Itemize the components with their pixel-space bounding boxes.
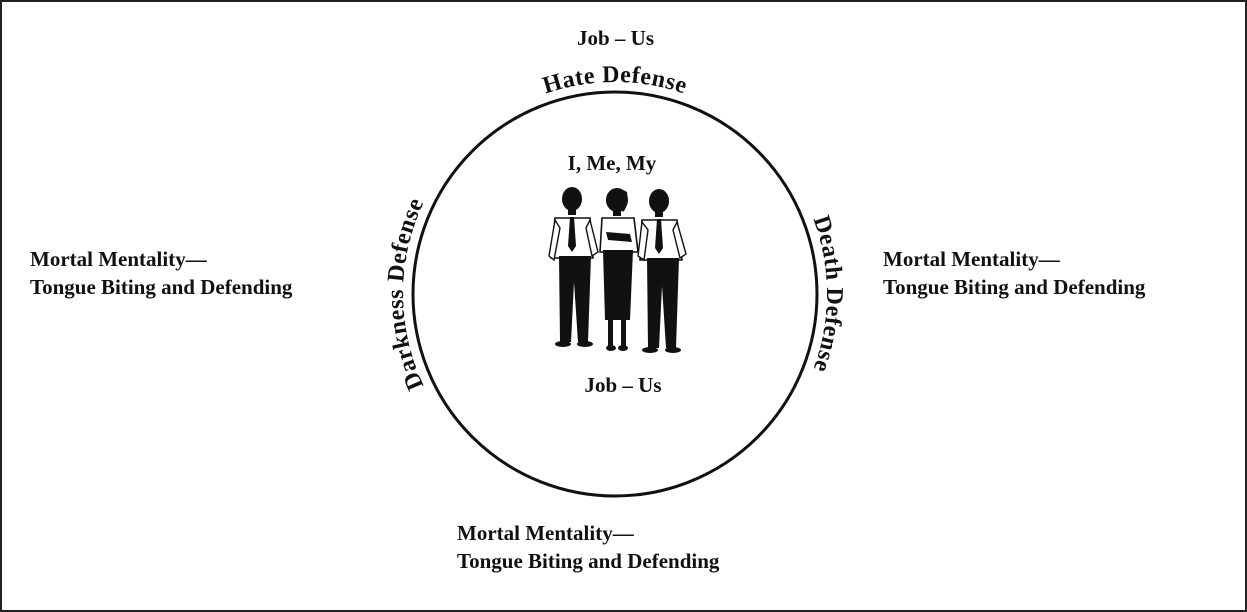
man-right-figure (637, 189, 687, 353)
left-label-line1: Mortal Mentality— (30, 247, 207, 271)
woman-middle-figure (599, 188, 639, 351)
arc-label-right-text: Death Defense (808, 212, 847, 375)
arc-label-top-text: Hate Defense (540, 62, 690, 99)
top-label: Job – Us (577, 26, 655, 50)
business-people-icon (548, 187, 687, 353)
inner-bottom-label: Job – Us (584, 373, 661, 397)
arc-label-left-text: Darkness Defense (383, 194, 429, 394)
arc-label-top: Hate Defense (540, 62, 691, 99)
bottom-label: Mortal Mentality— Tongue Biting and Defe… (457, 519, 719, 575)
bottom-label-line1: Mortal Mentality— (457, 521, 634, 545)
right-label-line1: Mortal Mentality— (883, 247, 1060, 271)
arc-label-left: Darkness Defense (383, 194, 429, 394)
arc-label-right: Death Defense (808, 212, 847, 375)
bottom-label-line2: Tongue Biting and Defending (457, 549, 720, 573)
inner-top-label: I, Me, My (568, 151, 657, 175)
right-label: Mortal Mentality— Tongue Biting and Defe… (883, 245, 1145, 301)
left-label: Mortal Mentality— Tongue Biting and Defe… (30, 245, 292, 301)
right-label-line2: Tongue Biting and Defending (883, 275, 1146, 299)
defense-circle (411, 90, 819, 498)
left-label-line2: Tongue Biting and Defending (30, 275, 293, 299)
man-left-figure (548, 187, 599, 347)
